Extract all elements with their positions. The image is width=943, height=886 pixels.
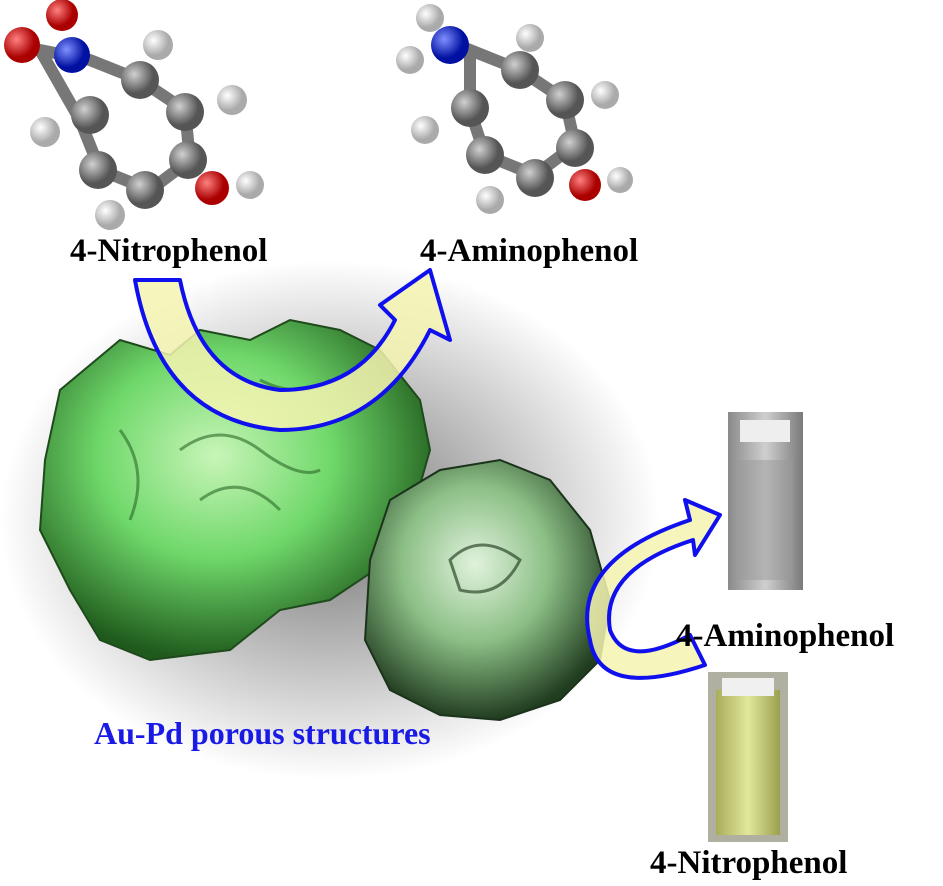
product-label: 4-Aminophenol [420,233,639,269]
aminophenol-molecule [396,4,633,214]
catalyst-small-texture [448,543,522,594]
cuvette-aminophenol [728,412,803,590]
reaction-arrow-top [133,268,452,432]
cuvette-top-label: 4-Aminophenol [676,618,895,654]
catalyst-label: Au-Pd porous structures [94,715,431,751]
cuvette-bottom-label: 4-Nitrophenol [650,845,848,881]
reactant-label: 4-Nitrophenol [70,233,268,269]
reaction-arrow-side [585,498,722,680]
nitrophenol-molecule [4,0,264,230]
cuvette-nitrophenol [708,672,788,842]
